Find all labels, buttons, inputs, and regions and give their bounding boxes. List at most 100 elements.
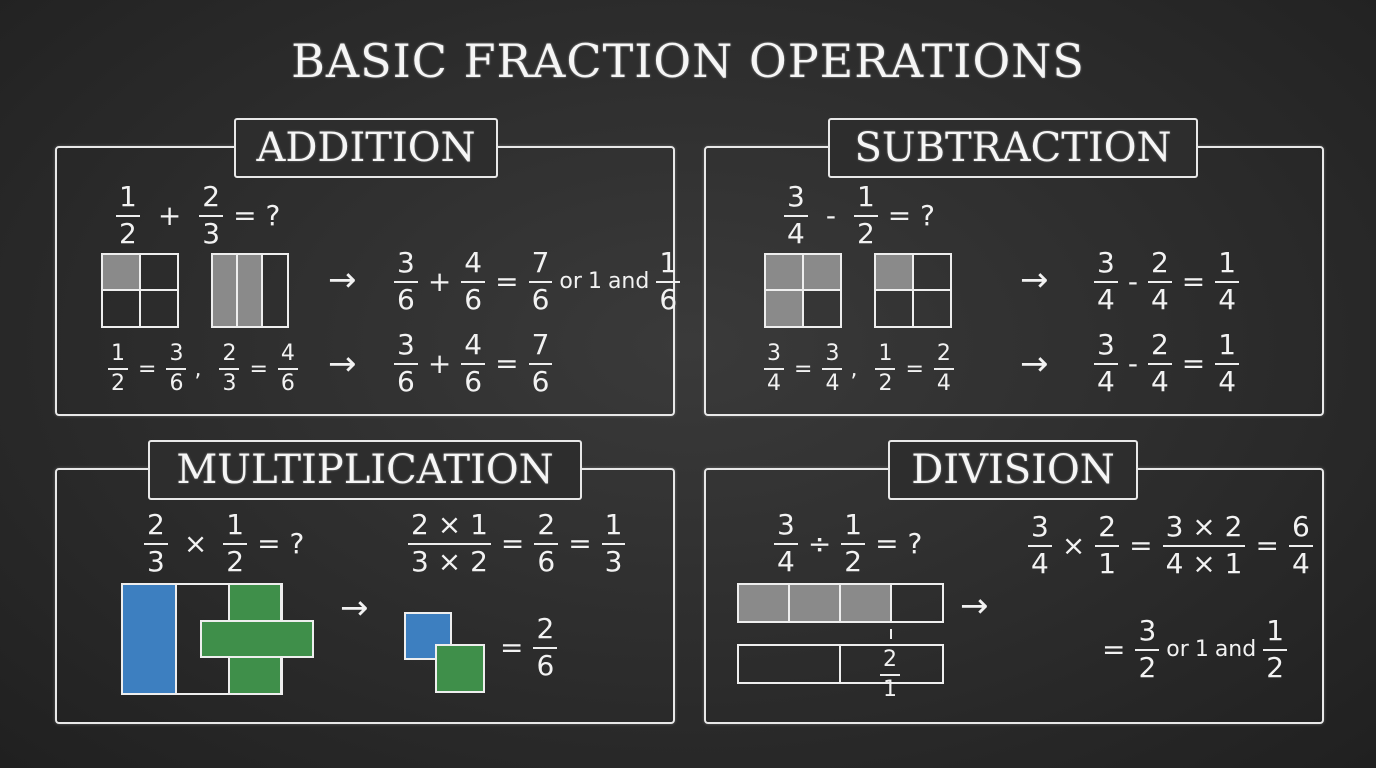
denominator: 6 <box>659 282 678 316</box>
numerator: 1 <box>604 508 623 541</box>
equals-sign: = <box>500 631 524 665</box>
subtraction-heading: SUBTRACTION <box>828 118 1198 178</box>
multiplication-overlap-squares <box>404 612 485 693</box>
right-arrow-icon: → <box>340 588 369 628</box>
fraction-bar <box>656 280 681 283</box>
equals-question: = ? <box>875 527 923 561</box>
fraction-bar <box>1028 544 1052 547</box>
subtraction-quarters-grid <box>764 253 842 328</box>
numerator: 4 <box>464 246 483 279</box>
addition-heading: ADDITION <box>234 118 498 178</box>
operator: - <box>825 199 836 233</box>
numerator: 2 <box>1150 328 1169 361</box>
fraction-bar <box>108 368 128 371</box>
equals-sign: = <box>1102 633 1126 667</box>
equals-sign: = <box>1181 347 1206 381</box>
denominator: 4 <box>1291 546 1310 580</box>
denominator: 2 <box>856 216 875 250</box>
page-title: BASIC FRACTION OPERATIONS <box>291 34 1085 88</box>
equals-sign: = <box>500 527 525 561</box>
fraction-bar <box>528 280 553 283</box>
numerator: 2 <box>222 341 237 366</box>
equals-question: = ? <box>887 199 935 233</box>
numerator: 2 <box>202 180 221 213</box>
denominator: 3 <box>604 544 623 578</box>
fraction-bar <box>116 214 140 217</box>
numerator: 4 <box>280 341 295 366</box>
fraction-bar <box>1215 362 1240 365</box>
fraction-bar <box>199 214 224 217</box>
fraction-bar <box>1094 280 1118 283</box>
denominator: 6 <box>531 282 550 316</box>
numerator: 3 <box>1031 510 1049 543</box>
denominator: 2 <box>1138 650 1157 684</box>
denominator: 3 <box>147 544 165 578</box>
denominator: 2 <box>844 544 863 578</box>
numerator: 2 × 1 <box>411 508 488 541</box>
fraction-bar <box>774 542 798 545</box>
fraction-bar <box>880 674 900 677</box>
numerator: 3 <box>1138 614 1157 647</box>
numerator: 1 <box>1218 328 1237 361</box>
fraction-bar <box>1095 544 1120 547</box>
denominator: 4 <box>1218 282 1237 316</box>
fraction-bar <box>875 368 896 371</box>
denominator: 6 <box>464 364 483 398</box>
addition-half-grid <box>101 253 179 328</box>
denominator: 2 <box>1266 650 1285 684</box>
operator: + <box>157 199 182 233</box>
fraction-bar <box>853 214 878 217</box>
fraction-bar <box>394 280 418 283</box>
numerator: 2 <box>936 341 951 366</box>
numerator: 3 <box>787 180 805 213</box>
denominator: 2 <box>119 216 137 250</box>
equals-sign: = <box>1255 529 1279 563</box>
numerator: 1 <box>1266 614 1285 647</box>
whole-number: 1 <box>1194 637 1209 663</box>
denominator: 6 <box>169 371 184 397</box>
fraction-bar <box>1135 648 1160 651</box>
denominator: 4 <box>936 371 951 397</box>
denominator: 2 <box>226 544 245 578</box>
fraction-bar <box>394 362 418 365</box>
numerator: 4 <box>464 328 483 361</box>
equals-sign: = <box>568 527 592 561</box>
denominator: 1 <box>1098 546 1117 580</box>
whole-number: 1 <box>587 269 602 295</box>
multiplication-area-model <box>121 583 314 695</box>
numerator: 1 <box>1218 246 1237 279</box>
operator: ÷ <box>807 527 832 561</box>
equals-sign: = <box>1181 265 1206 299</box>
fraction-bar <box>219 368 240 371</box>
operator: - <box>1127 265 1138 299</box>
numerator: 3 <box>777 508 795 541</box>
fraction-bar <box>1147 280 1172 283</box>
denominator: 4 <box>1150 282 1169 316</box>
numerator: 2 <box>536 612 555 645</box>
